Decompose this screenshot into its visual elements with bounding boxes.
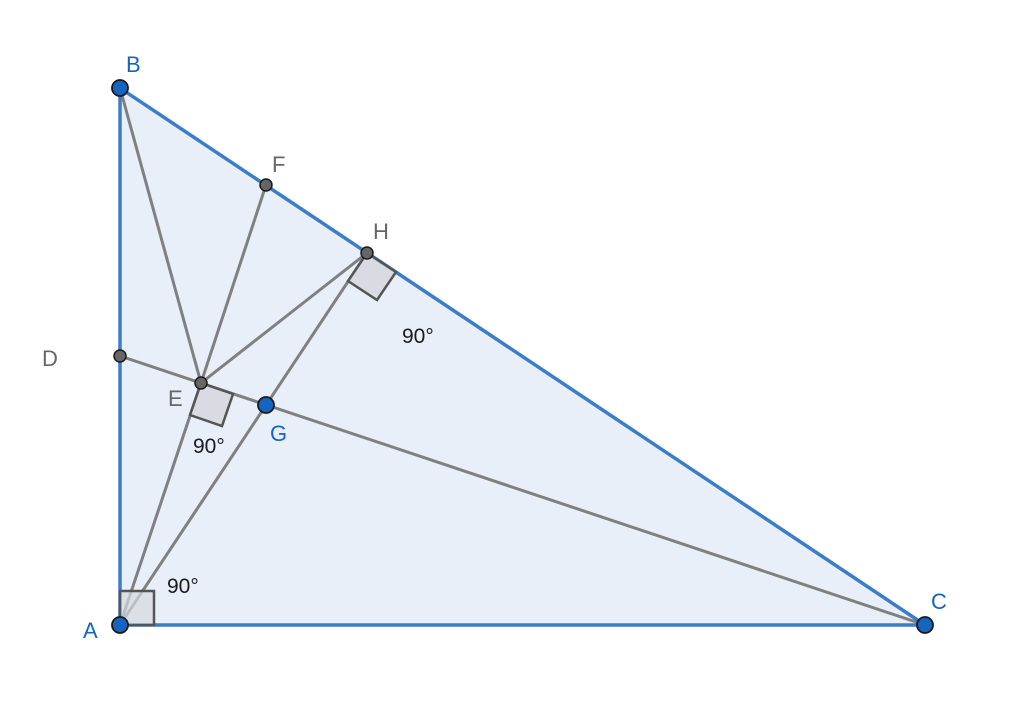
point-h[interactable] xyxy=(360,246,374,260)
angle-label-h: 90° xyxy=(402,325,434,348)
point-label-a: A xyxy=(83,618,98,643)
segment-fe[interactable] xyxy=(199,184,268,384)
angle-label-a: 90° xyxy=(167,575,199,598)
right-angle-marker-h[interactable] xyxy=(346,251,398,302)
segment-ea[interactable] xyxy=(118,382,203,626)
side-bc[interactable] xyxy=(119,86,926,627)
point-label-c: C xyxy=(931,589,947,614)
point-e[interactable] xyxy=(194,376,208,390)
point-label-b: B xyxy=(126,52,141,77)
point-d[interactable] xyxy=(113,349,127,363)
point-label-g: G xyxy=(270,421,287,446)
point-label-h: H xyxy=(373,219,389,244)
segment-be[interactable] xyxy=(118,87,203,384)
angle-label-e: 90° xyxy=(193,435,225,458)
point-a[interactable] xyxy=(111,616,129,634)
right-angle-marker-e[interactable] xyxy=(188,381,235,428)
point-label-e: E xyxy=(168,386,183,411)
segment-dc[interactable] xyxy=(119,354,926,627)
point-label-f: F xyxy=(272,152,285,177)
segment-eh[interactable] xyxy=(200,251,368,385)
point-g[interactable] xyxy=(257,396,275,414)
point-c[interactable] xyxy=(916,616,934,634)
point-b[interactable] xyxy=(111,79,129,97)
segment-ah[interactable] xyxy=(118,252,369,626)
right-angle-marker-a[interactable] xyxy=(118,589,156,627)
point-label-d: D xyxy=(42,346,58,371)
point-f[interactable] xyxy=(259,178,273,192)
